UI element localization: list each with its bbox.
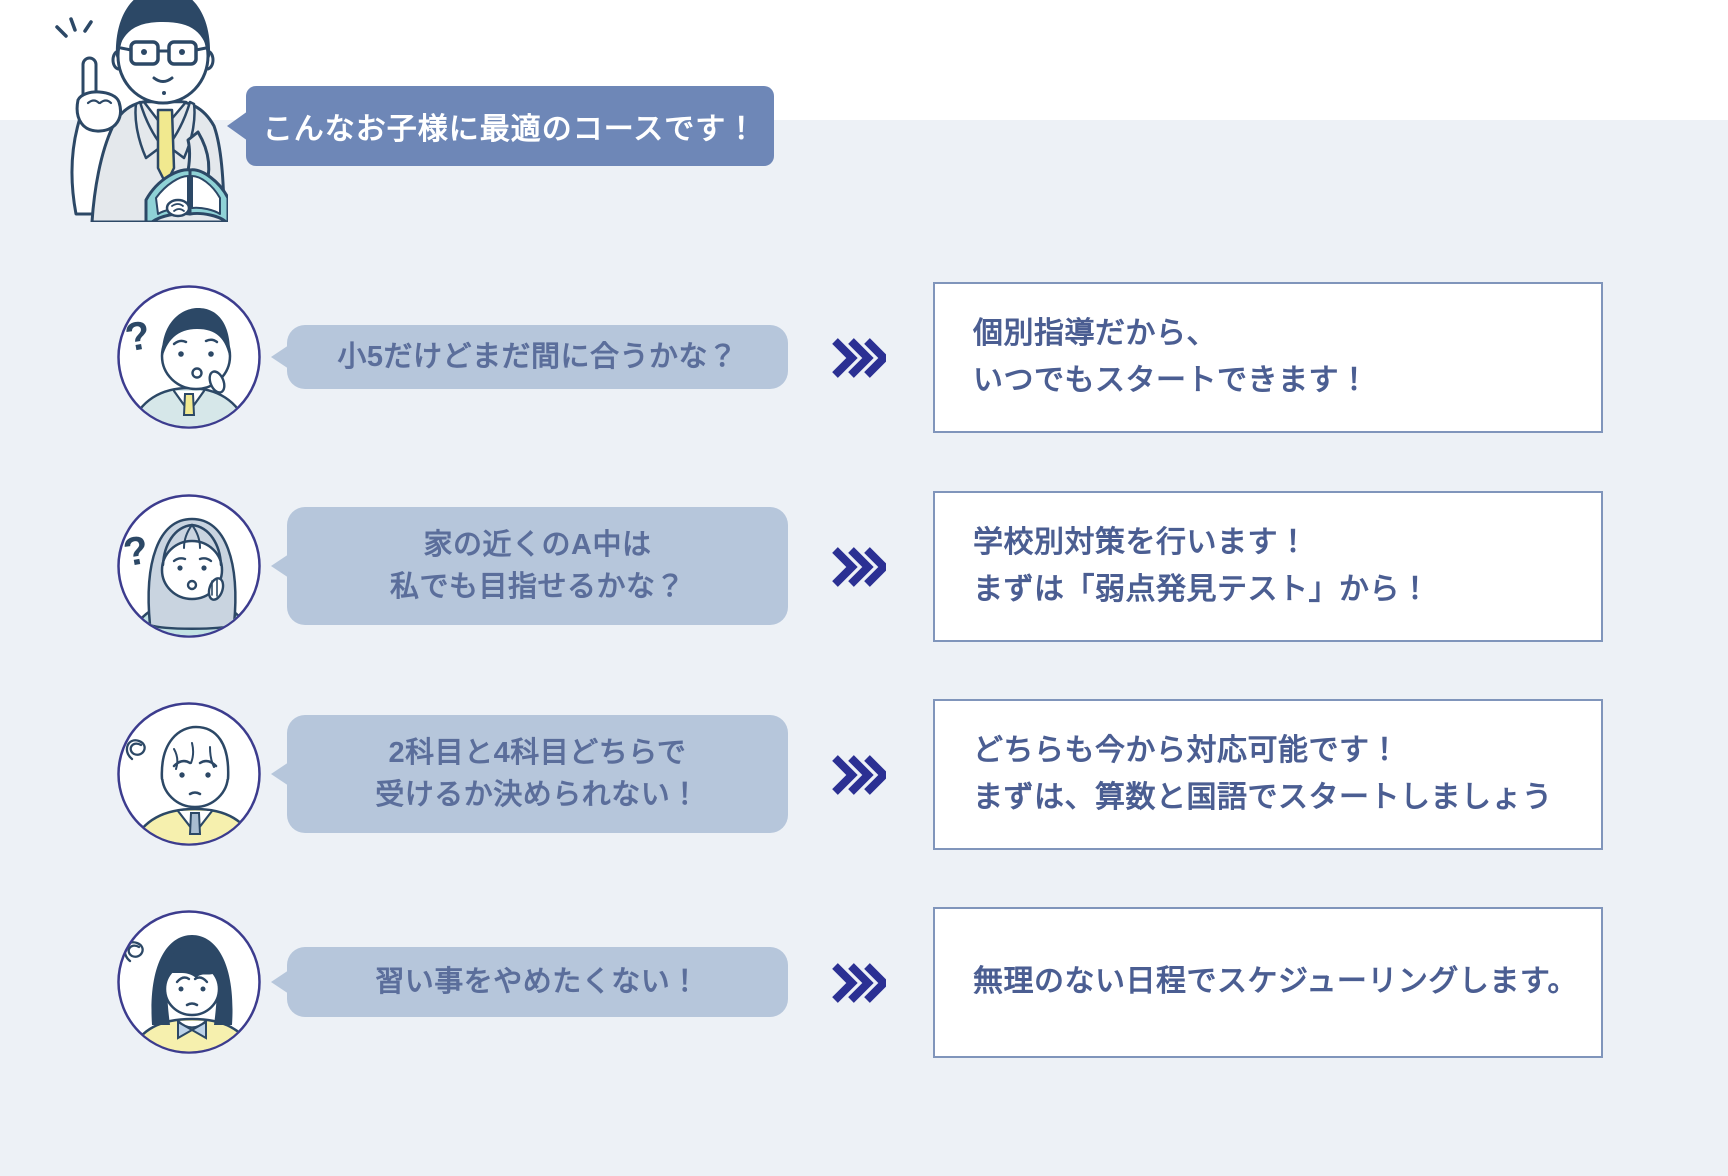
teacher-illustration (55, 0, 228, 222)
question-text: 習い事をやめたくない！ (375, 965, 700, 998)
question-text: 家の近くのA中は (423, 528, 652, 561)
bubble-tail-icon (271, 970, 289, 994)
answer-box-2: 学校別対策を行います！ まずは「弱点発見テスト」から！ (933, 491, 1603, 642)
bubble-tail-icon (271, 554, 289, 578)
question-text: 2科目と4科目どちらで (388, 736, 687, 769)
answer-text: 無理のない日程でスケジューリングします。 (973, 965, 1578, 999)
girl-bob-worried-avatar (117, 910, 261, 1054)
chevron-arrow-icon (832, 338, 886, 378)
header-speech-bubble: こんなお子様に最適のコースです！ (227, 86, 774, 166)
chevron-arrow-icon (832, 755, 886, 795)
boy-thinking-avatar: ? (117, 285, 261, 429)
question-bubble-3: 2科目と4科目どちらで 受けるか決められない！ (271, 715, 788, 833)
question-bubble-2: 家の近くのA中は 私でも目指せるかな？ (271, 507, 788, 625)
answer-box-1: 個別指導だから、 いつでもスタートできます！ (933, 282, 1603, 433)
question-text: 小5だけどまだ間に合うかな？ (337, 340, 738, 373)
answer-text: まずは、算数と国語でスタートしましょう (973, 780, 1553, 814)
bubble-tail-icon (271, 345, 289, 369)
answer-text: どちらも今から対応可能です！ (973, 734, 1400, 767)
scribble-icon (125, 739, 146, 761)
boy-worried-avatar (117, 702, 261, 846)
chevron-arrow-icon (832, 547, 886, 587)
question-text: 私でも目指せるかな？ (389, 571, 685, 603)
header-bubble-tail-icon (227, 111, 248, 141)
answer-box-3: どちらも今から対応可能です！ まずは、算数と国語でスタートしましょう (933, 699, 1603, 850)
girl-long-hair-avatar: ? (117, 494, 261, 638)
question-bubble-1: 小5だけどまだ間に合うかな？ (271, 325, 788, 389)
answer-text: 個別指導だから、 (973, 317, 1217, 350)
question-text: 受けるか決められない！ (375, 779, 700, 811)
chevron-arrow-icon (832, 963, 886, 1003)
answer-text: 学校別対策を行います！ (973, 526, 1309, 559)
question-bubble-4: 習い事をやめたくない！ (271, 947, 788, 1017)
answer-text: まずは「弱点発見テスト」から！ (973, 572, 1431, 606)
bubble-tail-icon (271, 762, 289, 786)
answer-text: いつでもスタートできます！ (973, 363, 1370, 397)
header-title: こんなお子様に最適のコースです！ (262, 113, 758, 146)
answer-box-4: 無理のない日程でスケジューリングします。 (933, 907, 1603, 1058)
